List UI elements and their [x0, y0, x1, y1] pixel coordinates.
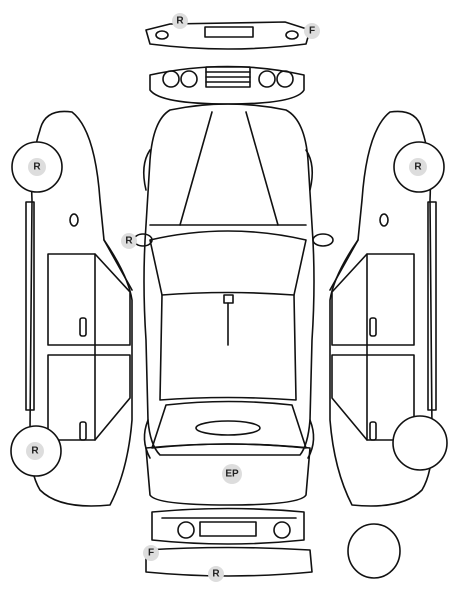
label-badge-top-left: R [172, 13, 188, 29]
rear-lights-view[interactable] [151, 507, 305, 545]
right-side-view[interactable] [329, 110, 448, 507]
label-badge-roof-left: R [121, 233, 137, 249]
label-text: R [414, 162, 422, 173]
spare-wheel[interactable] [347, 523, 401, 579]
label-text: R [125, 236, 133, 247]
label-text: R [212, 569, 220, 580]
label-badge-right-upper: R [409, 158, 427, 176]
car-top-view[interactable] [133, 103, 334, 459]
rear-bumper-view[interactable] [145, 546, 313, 577]
front-bumper-view[interactable] [145, 21, 311, 50]
label-text: EP [225, 469, 239, 480]
label-badge-bottom-left: F [143, 545, 159, 561]
label-badge-left-lower: R [26, 442, 44, 460]
label-text: R [31, 446, 39, 457]
trunk-view[interactable] [145, 443, 311, 506]
label-badge-top-right: F [304, 23, 320, 39]
label-text: F [148, 548, 154, 559]
label-badge-bottom-center: R [208, 566, 224, 582]
label-badge-left-upper: R [28, 158, 46, 176]
label-text: R [33, 162, 41, 173]
front-grille-view[interactable] [149, 65, 305, 105]
label-text: F [309, 26, 315, 37]
label-badge-rear-center: EP [222, 464, 242, 484]
label-text: R [176, 16, 184, 27]
